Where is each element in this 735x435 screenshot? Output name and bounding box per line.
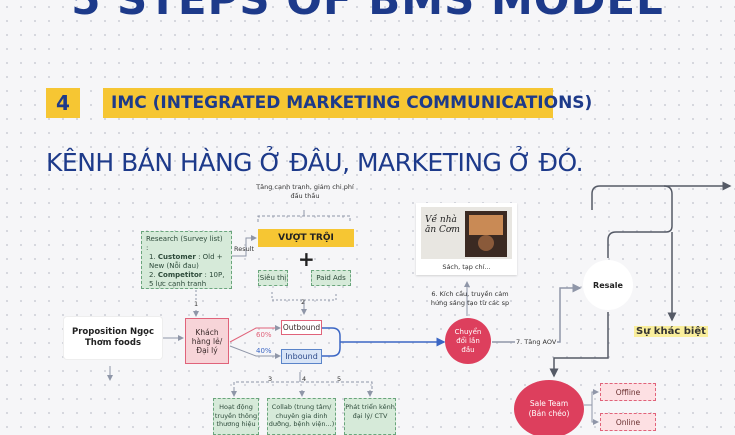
khach-hang-box: Khách hàng lẻ/ Đại lý [185,318,229,364]
inbound-box: Inbound [281,349,322,364]
vuot-troi-label: VƯỢT TRỘI [258,229,354,247]
top-note: Tăng cạnh tranh, giảm chi phí đấu thầu [256,183,354,200]
bottom-box-agent: Phát triển kênh đại lý/ CTV [344,398,396,435]
step-num-5: 5 [337,375,342,383]
step-6-label: 6. Kích cầu, truyền cảm hứng sáng tạo từ… [430,290,510,307]
resale-circle: Resale [583,260,633,310]
main-title: 5 STEPS OF BMS MODEL [0,0,735,22]
book-caption: Sách, tạp chí... [442,263,491,271]
top-bracket [257,215,351,222]
sieu-thi-box: Siêu thị [258,270,288,286]
research-competitor-text: : 10P, 5 lực cạnh tranh [149,271,225,288]
research-competitor-label: Competitor [157,271,203,279]
result-arrow [232,235,257,257]
bottom-box-collab: Collab (trung tâm/ chuyên gia dinh dưỡng… [267,398,336,435]
pct-60: 60% [256,331,272,339]
step-7-label: 7. Tăng AOV [515,338,558,347]
research-customer-label: Customer [157,253,196,261]
proposition-box: Proposition Ngọc Thơm foods [64,317,162,359]
book-illustration [421,207,512,259]
section-header: IMC (INTEGRATED MARKETING COMMUNICATIONS… [103,88,592,118]
section-number-badge: 4 [46,88,80,118]
pct-40: 40% [256,347,272,355]
research-customer-text: : Old + New (Nỗi đau) [149,253,223,270]
research-box: Research (Survey list) : 1. Customer : O… [141,231,232,289]
offline-box: Offline [600,383,656,401]
paid-ads-box: Paid Ads [311,270,351,286]
research-heading: Research (Survey list) : [146,235,223,252]
chuyen-doi-circle: Chuyển đổi lần đầu [445,318,491,364]
result-label: Result [234,245,255,253]
plus-sign: + [298,247,315,271]
book-cover-text: Về nhà ăn Cơm [425,215,460,235]
step-num-1: 1 [194,300,199,308]
book-image: Về nhà ăn Cơm [421,207,512,259]
step-num-2: 2 [301,298,306,306]
online-box: Online [600,413,656,431]
book-card: Về nhà ăn Cơm Sách, tạp chí... [416,203,517,275]
step-num-4: 4 [302,375,307,383]
sale-team-circle: Sale Team (Bán chéo) [514,380,584,435]
su-khac-biet-label: Sự khác biệt [634,326,708,337]
bottom-box-branding: Hoạt động truyền thông thương hiệu [213,398,259,435]
outbound-box: Outbound [281,320,322,335]
page-subtitle: KÊNH BÁN HÀNG Ở ĐÂU, MARKETING Ở ĐÓ. [46,148,584,177]
step-num-3: 3 [268,375,273,383]
